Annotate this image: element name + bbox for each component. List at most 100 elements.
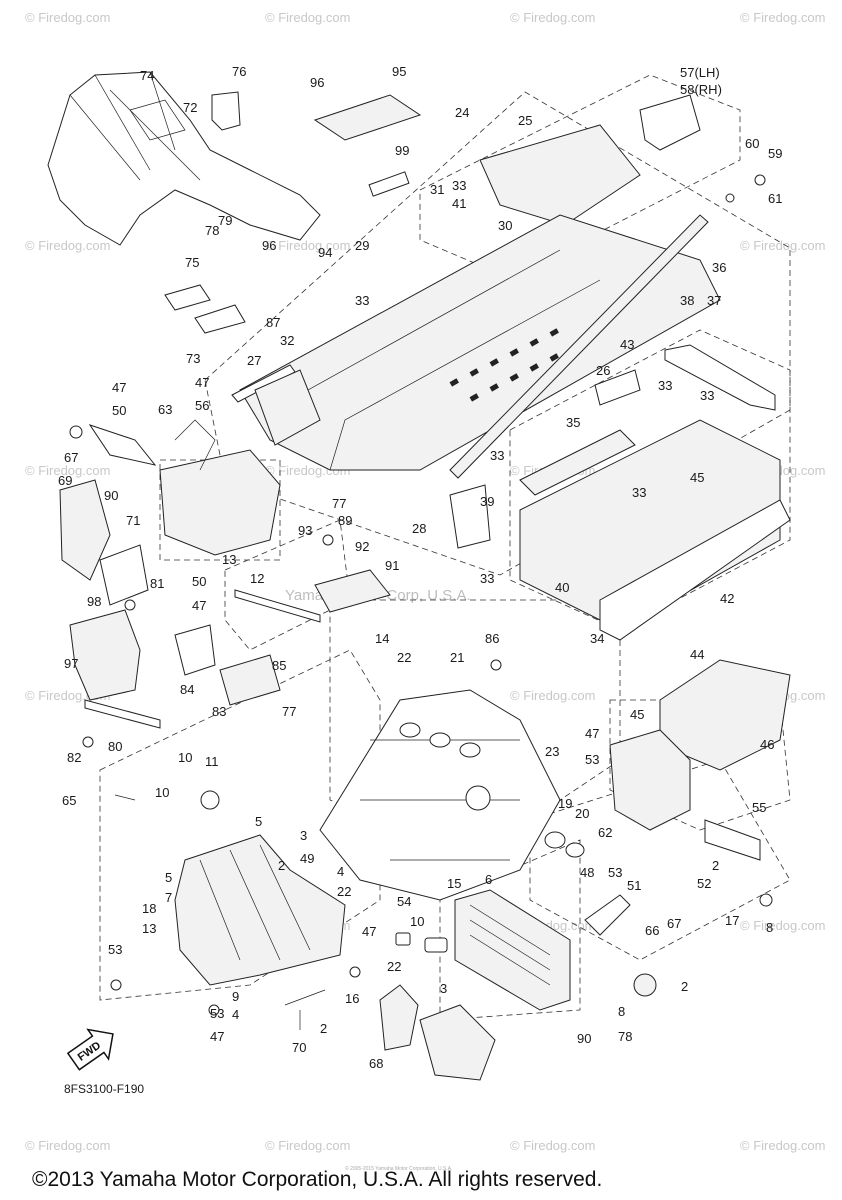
callout: 47 [585, 726, 599, 741]
callout: 67 [667, 916, 681, 931]
callout: 71 [126, 513, 140, 528]
watermark: © Firedog.com [265, 1138, 350, 1153]
callout: 32 [280, 333, 294, 348]
callout: 83 [212, 704, 226, 719]
callout: 39 [480, 494, 494, 509]
front-subframe [174, 834, 346, 986]
label-99 [368, 171, 410, 197]
callout: 43 [620, 337, 634, 352]
watermark: © Firedog.com [740, 918, 825, 933]
callout: 62 [598, 825, 612, 840]
watermark: © Firedog.com [510, 688, 595, 703]
fasteners [69, 174, 773, 1030]
callout: 8 [766, 920, 773, 935]
callout: 2 [278, 858, 285, 873]
callout: 5 [165, 870, 172, 885]
callout: 15 [447, 876, 461, 891]
main-tunnel [239, 214, 721, 471]
watermark: © Firedog.com [740, 238, 825, 253]
callout: 49 [300, 851, 314, 866]
callout: 14 [375, 631, 389, 646]
callout: 69 [58, 473, 72, 488]
watermark: © Firedog.com [510, 10, 595, 25]
mount-11 [200, 790, 220, 810]
callout: 11 [205, 754, 219, 769]
callout: 4 [232, 1007, 239, 1022]
callout: 35 [566, 415, 580, 430]
callout: 80 [108, 739, 122, 754]
callout: 44 [690, 647, 704, 662]
side-plate-32 [254, 369, 321, 446]
callout: 2 [712, 858, 719, 873]
callout: 23 [545, 744, 559, 759]
callout-layer: 74 76 96 95 57(LH) 58(RH) 24 72 25 99 60… [58, 64, 782, 1071]
steering-box-63 [159, 449, 281, 556]
callout: 29 [355, 238, 369, 253]
callout: 2 [681, 979, 688, 994]
callout: 67 [64, 450, 78, 465]
callout: 19 [558, 796, 572, 811]
callout: 50 [192, 574, 206, 589]
cross-member-91 [314, 569, 391, 613]
mount-70 [379, 984, 419, 1051]
callout: 61 [768, 191, 782, 206]
callout: 5 [255, 814, 262, 829]
callout: 2 [320, 1021, 327, 1036]
callout: 86 [485, 631, 499, 646]
callout: 96 [310, 75, 324, 90]
callout: 30 [498, 218, 512, 233]
cover-97 [69, 609, 141, 701]
bracket-62 [609, 729, 691, 831]
callout: 45 [630, 707, 644, 722]
callout: 33 [632, 485, 646, 500]
callout: 93 [298, 523, 312, 538]
callout: 73 [186, 351, 200, 366]
callout: 90 [577, 1031, 591, 1046]
callout: 25 [518, 113, 532, 128]
callout: 20 [575, 806, 589, 821]
callout: 78 [205, 223, 219, 238]
bracket-76 [211, 91, 241, 131]
callout: 56 [195, 398, 209, 413]
callout: 33 [480, 571, 494, 586]
callout: 89 [338, 513, 352, 528]
callout: 53 [585, 752, 599, 767]
lower-panel-34 [599, 499, 791, 641]
callout: 33 [355, 293, 369, 308]
bracket-49 [704, 819, 761, 861]
callout: 48 [580, 865, 594, 880]
callout: 33 [658, 378, 672, 393]
pad-73 [194, 304, 246, 334]
callout: 92 [355, 539, 369, 554]
bracket-50 [88, 424, 157, 466]
callout: 28 [412, 521, 426, 536]
rod-12 [234, 589, 321, 623]
bar-80 [84, 699, 161, 729]
callout: 90 [104, 488, 118, 503]
callout: 51 [627, 878, 641, 893]
callout: 3 [440, 981, 447, 996]
bracket-84 [174, 624, 216, 676]
small-print: © 2005-2015 Yamaha Motor Corporation, U.… [345, 1165, 452, 1172]
slide-rail-36 [664, 344, 776, 411]
duct-69 [59, 479, 111, 581]
callout: 52 [697, 876, 711, 891]
callout: 13 [222, 552, 236, 567]
callout: 10 [410, 914, 424, 929]
callout: 38 [680, 293, 694, 308]
callout: 65 [62, 793, 76, 808]
watermark: © Firedog.com [25, 10, 110, 25]
callout: 41 [452, 196, 466, 211]
callout: 31 [430, 182, 444, 197]
callout: 45 [690, 470, 704, 485]
bearing-19 [544, 831, 566, 849]
callout: 96 [262, 238, 276, 253]
fwd-arrow-icon: FWD [66, 1028, 114, 1071]
callout: 33 [700, 388, 714, 403]
callout: 42 [720, 591, 734, 606]
watermark: © Firedog.com [265, 10, 350, 25]
rear-bracket-57-58 [639, 94, 701, 151]
callout: 47 [362, 924, 376, 939]
callout: 82 [67, 750, 81, 765]
callout: 97 [64, 656, 78, 671]
